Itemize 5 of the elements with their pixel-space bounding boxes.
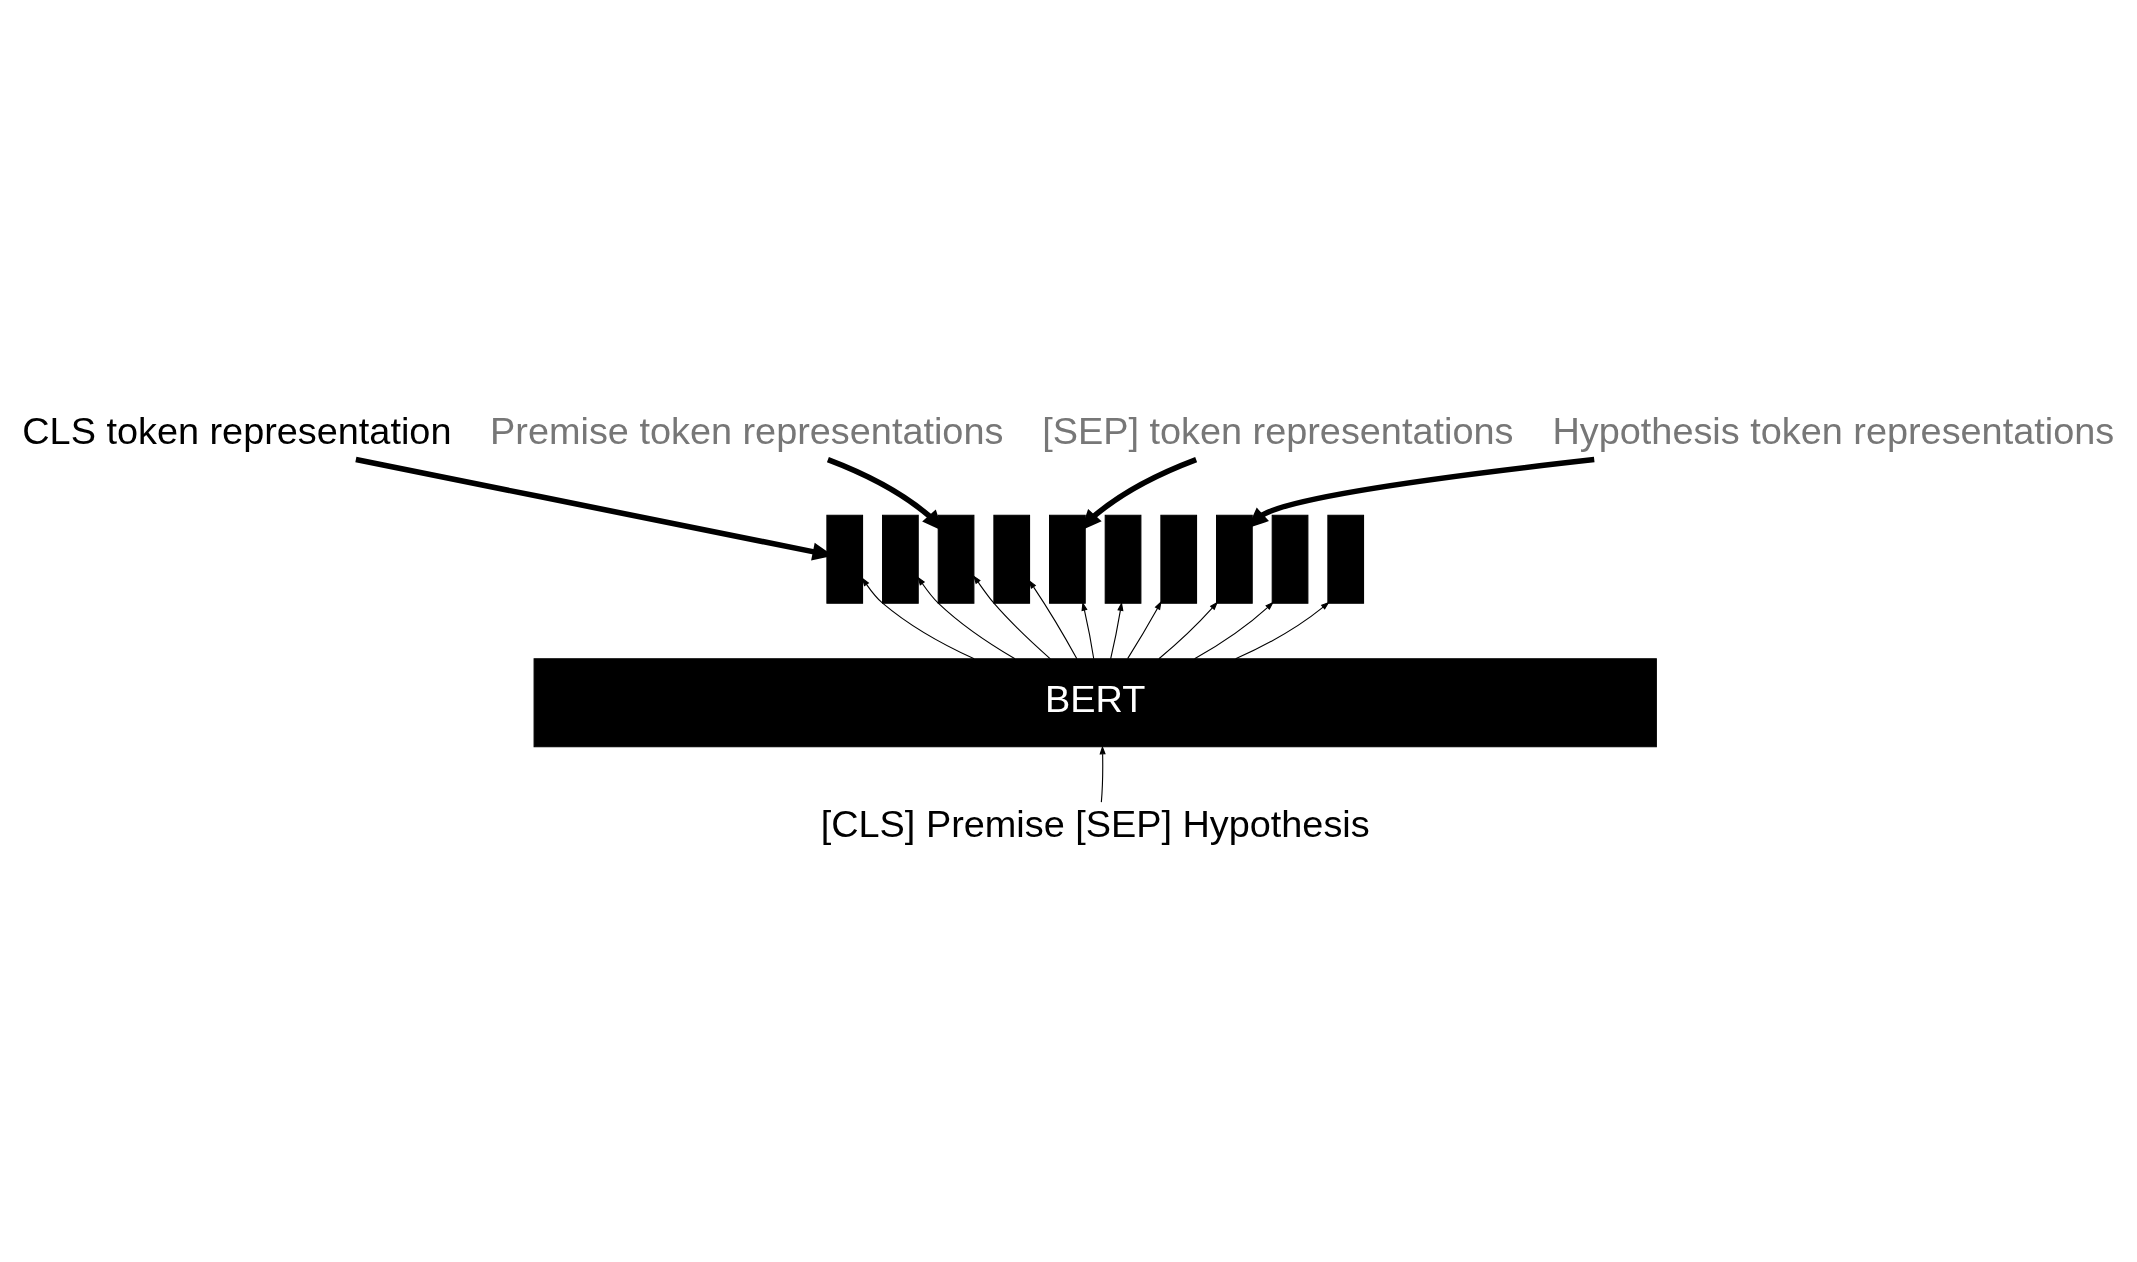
node-text: [CLS] Premise [SEP] Hypothesis <box>820 803 1370 846</box>
node-text: CLS token representation <box>22 410 452 453</box>
node-text: Premise token representations <box>490 410 1004 453</box>
node-text: [SEP] token representations <box>1042 410 1514 453</box>
node-text: Hypothesis token representations <box>1552 410 2115 453</box>
